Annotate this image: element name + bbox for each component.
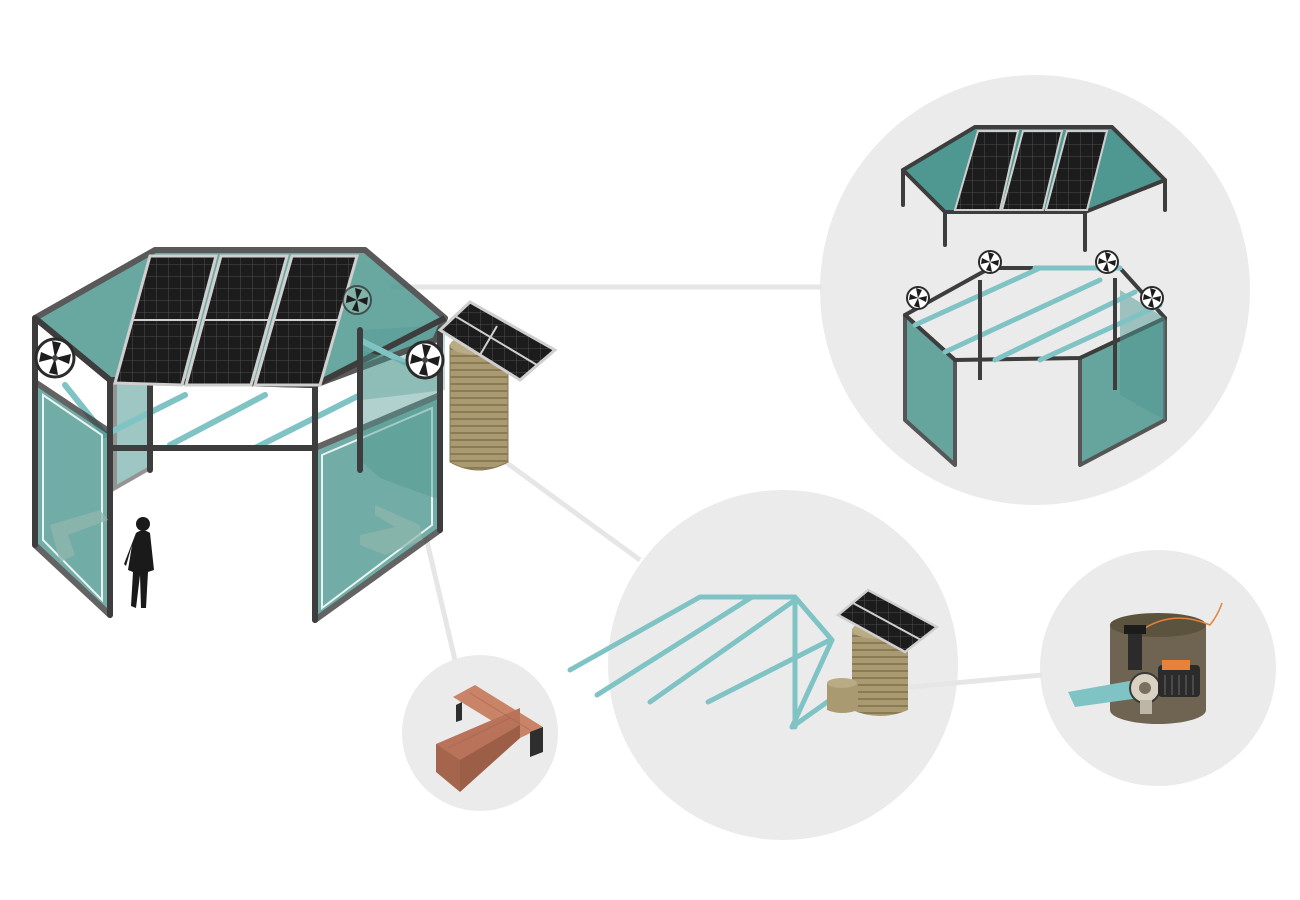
- pipe-icon: [567, 594, 848, 730]
- shelter-frame: [32, 315, 443, 623]
- solar-panel-icon: [835, 588, 940, 654]
- person-silhouette: [124, 517, 154, 608]
- bench-icon: [436, 685, 543, 792]
- pipe-icon: [912, 265, 1163, 363]
- glass-panel-left: [903, 313, 957, 467]
- roof-exploded-view: [901, 125, 1167, 467]
- cable-icon: [1144, 602, 1223, 629]
- tank-icon: [827, 588, 940, 716]
- piping-exploded-view: [567, 588, 940, 730]
- shelter-glass-left: [32, 379, 113, 618]
- pump-icon: [1124, 625, 1200, 714]
- misting-fans: [34, 285, 445, 380]
- shelter-structure: [32, 247, 448, 623]
- leader-line-tank: [498, 455, 642, 563]
- solar-panel-icon: [953, 130, 1020, 211]
- solar-panel-icon: [437, 300, 558, 382]
- tank-icon: [437, 300, 558, 471]
- fan-icon: [34, 337, 76, 379]
- fan-icon: [405, 340, 445, 380]
- shelter-mist-pipes: [62, 337, 423, 451]
- pump-exploded-view: [1068, 602, 1223, 724]
- pipe-icon: [1068, 680, 1140, 707]
- fan-icon: [906, 250, 1164, 310]
- solar-panel-icon: [1044, 130, 1109, 211]
- leader-line-bench: [422, 532, 458, 661]
- shelter-benches: [50, 505, 422, 562]
- fan-icon: [342, 285, 372, 315]
- roof-solar-array: [113, 254, 359, 387]
- solar-panel-icon: [1000, 130, 1064, 211]
